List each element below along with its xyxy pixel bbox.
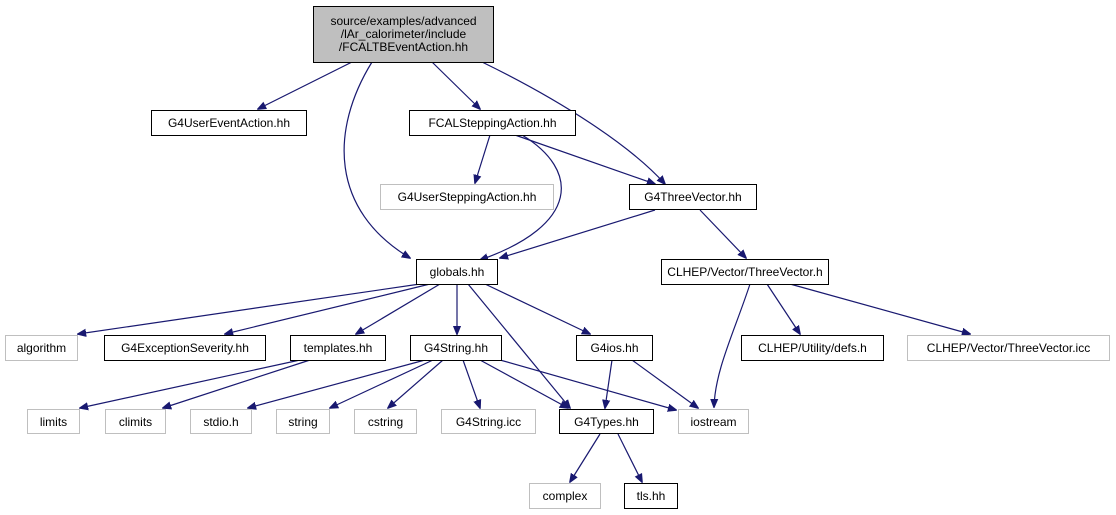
edge-g4ios-to-g4types [605, 359, 613, 408]
edge-globals-to-algorithm [78, 283, 421, 334]
node-clhep-vector-threevector-icc[interactable]: CLHEP/Vector/ThreeVector.icc [907, 335, 1110, 361]
edge-fcalstepping-to-g4threevector [514, 134, 655, 184]
node-climits[interactable]: climits [105, 409, 166, 434]
edge-root-to-fcalsteppingaction [431, 61, 480, 109]
node-clhep-vector-threevector-icc-label: CLHEP/Vector/ThreeVector.icc [926, 341, 1091, 355]
edge-g4threevector-to-clhep-threevector [699, 209, 746, 258]
edge-fcalstepping-to-globals [480, 134, 562, 260]
edge-g4string-to-g4types [479, 359, 568, 408]
edge-g4string-to-cstring [388, 359, 444, 408]
node-g4usersteppingaction[interactable]: G4UserSteppingAction.hh [380, 184, 554, 210]
edge-g4types-to-tls [617, 433, 642, 482]
node-g4usersteppingaction-label: G4UserSteppingAction.hh [397, 190, 537, 204]
node-globals-label: globals.hh [429, 265, 485, 279]
node-string[interactable]: string [276, 409, 330, 434]
node-g4usereventaction[interactable]: G4UserEventAction.hh [151, 110, 307, 136]
node-g4exceptionseverity[interactable]: G4ExceptionSeverity.hh [104, 335, 266, 361]
edge-templates-to-climits [163, 359, 311, 408]
node-clhep-utility-defs-label: CLHEP/Utility/defs.h [758, 341, 867, 355]
node-iostream-label: iostream [690, 414, 737, 429]
edge-clhep-threevector-to-icc [789, 283, 970, 334]
node-g4string-icc[interactable]: G4String.icc [441, 409, 536, 434]
node-complex-label: complex [542, 489, 588, 503]
node-g4ios[interactable]: G4ios.hh [576, 335, 653, 361]
node-algorithm-label: algorithm [16, 341, 67, 355]
node-globals[interactable]: globals.hh [416, 259, 498, 285]
root-file-node[interactable]: source/examples/advanced /lAr_calorimete… [313, 6, 494, 63]
node-clhep-utility-defs[interactable]: CLHEP/Utility/defs.h [741, 335, 884, 361]
edge-g4types-to-complex [570, 433, 601, 482]
edge-g4threevector-to-globals [500, 209, 656, 258]
edge-g4string-to-string [330, 359, 434, 408]
node-limits-label: limits [39, 414, 68, 429]
node-cstring[interactable]: cstring [354, 409, 417, 434]
root-file-path-line-2: /lAr_calorimeter/include [340, 27, 467, 41]
edge-g4string-to-g4string-icc [462, 359, 480, 408]
edge-root-to-g4threevector [481, 61, 665, 184]
node-stdio-h[interactable]: stdio.h [190, 409, 252, 434]
node-g4types[interactable]: G4Types.hh [559, 409, 654, 434]
node-tls[interactable]: tls.hh [624, 483, 678, 509]
node-g4threevector[interactable]: G4ThreeVector.hh [629, 184, 757, 210]
node-climits-label: climits [118, 414, 153, 429]
edge-globals-to-g4types [467, 283, 570, 408]
node-string-label: string [288, 414, 318, 429]
node-g4string-icc-label: G4String.icc [455, 414, 522, 429]
edge-globals-to-g4ios [484, 283, 590, 334]
edge-g4string-to-iostream [499, 359, 676, 410]
root-file-path-line-3: /FCALTBEventAction.hh [338, 40, 469, 54]
node-clhep-vector-threevector-h-label: CLHEP/Vector/ThreeVector.h [667, 265, 823, 279]
edge-root-to-g4usereventaction [258, 61, 353, 109]
node-stdio-h-label: stdio.h [203, 414, 239, 429]
edge-globals-to-g4exceptionseverity [225, 283, 431, 334]
edge-root-to-globals [343, 61, 410, 258]
node-tls-label: tls.hh [636, 489, 666, 503]
node-templates[interactable]: templates.hh [290, 335, 386, 361]
node-g4threevector-label: G4ThreeVector.hh [644, 190, 742, 204]
node-clhep-vector-threevector-h[interactable]: CLHEP/Vector/ThreeVector.h [661, 259, 829, 285]
node-algorithm[interactable]: algorithm [5, 335, 78, 361]
edge-clhep-threevector-to-iostream [714, 283, 751, 407]
edge-globals-to-templates [356, 283, 441, 334]
root-file-path-line-1: source/examples/advanced [330, 14, 477, 28]
node-g4exceptionseverity-label: G4ExceptionSeverity.hh [121, 341, 249, 355]
node-fcalsteppingaction[interactable]: FCALSteppingAction.hh [409, 110, 576, 136]
edge-g4ios-to-iostream [631, 359, 698, 408]
node-templates-label: templates.hh [303, 341, 373, 355]
node-g4ios-label: G4ios.hh [590, 341, 639, 355]
node-g4types-label: G4Types.hh [574, 414, 639, 429]
node-g4string[interactable]: G4String.hh [410, 335, 502, 361]
node-g4string-label: G4String.hh [423, 341, 489, 355]
edge-fcalstepping-to-g4usersteppingaction [475, 134, 491, 183]
node-cstring-label: cstring [367, 414, 404, 429]
node-g4usereventaction-label: G4UserEventAction.hh [167, 116, 291, 130]
edge-templates-to-limits [80, 359, 301, 408]
node-complex[interactable]: complex [529, 483, 601, 509]
edge-clhep-threevector-to-defs [766, 283, 800, 334]
node-iostream[interactable]: iostream [678, 409, 749, 434]
node-limits[interactable]: limits [27, 409, 80, 434]
edge-g4string-to-stdio [248, 359, 426, 408]
node-fcalsteppingaction-label: FCALSteppingAction.hh [428, 116, 557, 130]
